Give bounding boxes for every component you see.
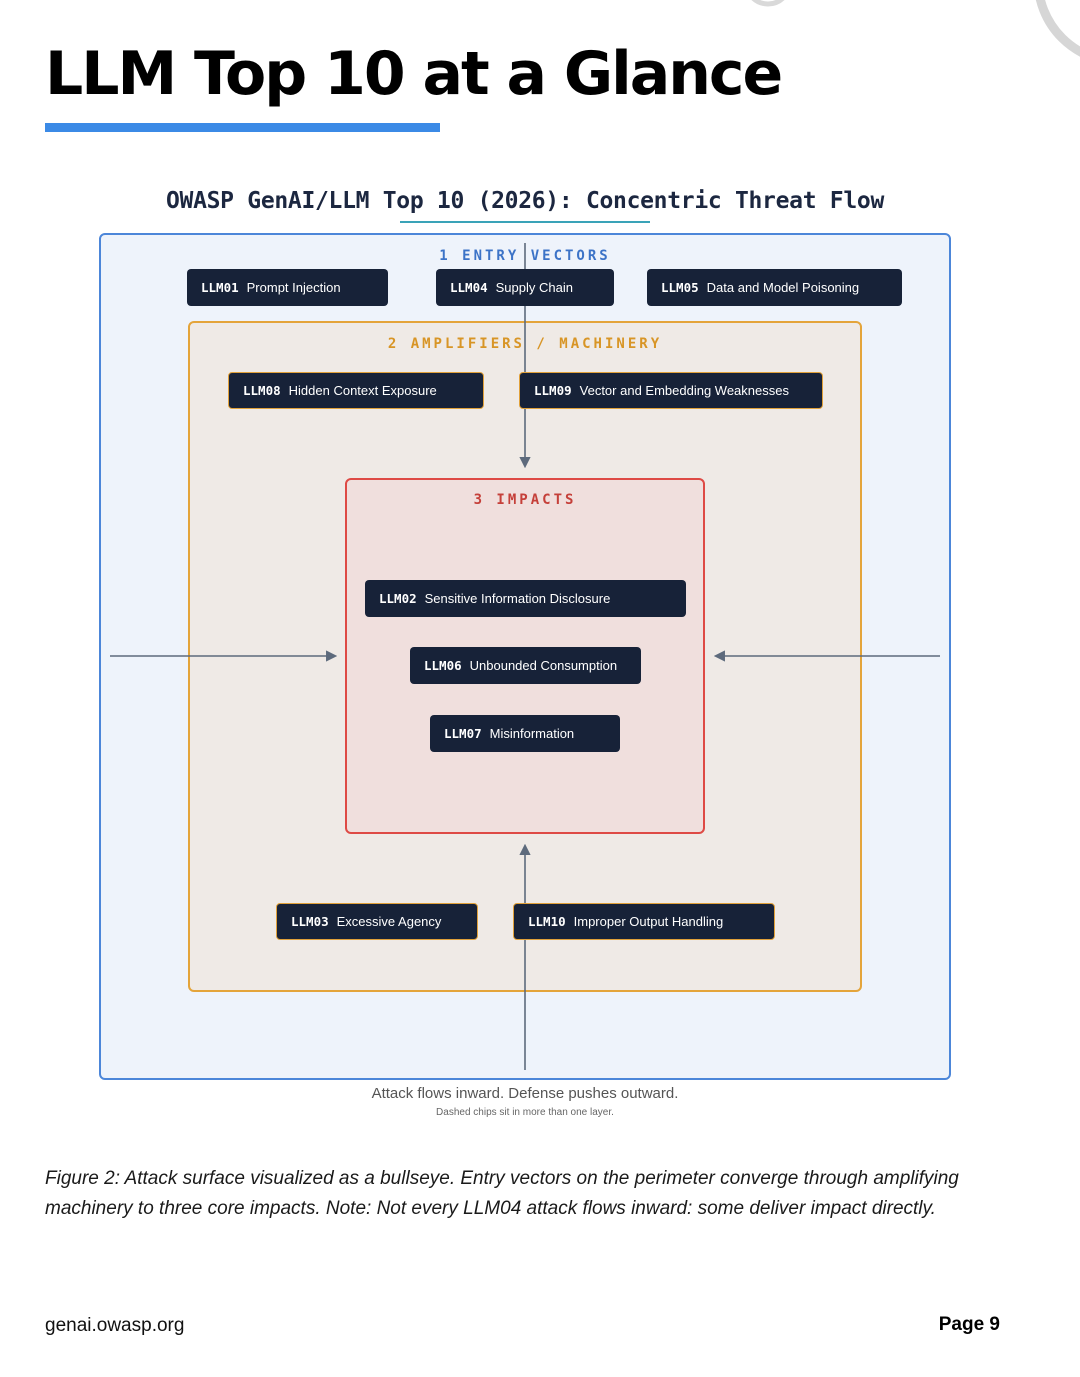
chip-llm09: LLM09 Vector and Embedding Weaknesses: [519, 372, 823, 409]
diagram-caption: Attack flows inward. Defense pushes outw…: [371, 1085, 679, 1102]
chip-id: LLM01: [201, 280, 239, 295]
chip-id: LLM09: [534, 383, 572, 398]
chip-llm10: LLM10 Improper Output Handling: [513, 903, 775, 940]
chip-label: Data and Model Poisoning: [706, 280, 860, 295]
chip-label: Sensitive Information Disclosure: [424, 591, 611, 606]
title-underline: [45, 123, 440, 132]
diagram-title: OWASP GenAI/LLM Top 10 (2026): Concentri…: [165, 188, 884, 214]
chip-id: LLM05: [661, 280, 699, 295]
diagram-subcaption: Dashed chips sit in more than one layer.: [436, 1107, 614, 1118]
chip-label: Vector and Embedding Weaknesses: [579, 383, 789, 398]
chip-label: Prompt Injection: [246, 280, 341, 295]
figure-caption: Figure 2: Attack surface visualized as a…: [45, 1168, 959, 1219]
chip-label: Hidden Context Exposure: [288, 383, 437, 398]
page-number: Page 9: [938, 1314, 1000, 1335]
chip-label: Misinformation: [489, 726, 575, 741]
page-title: LLM Top 10 at a Glance: [45, 39, 783, 109]
impacts-label: 3 IMPACTS: [473, 492, 577, 508]
chip-llm03: LLM03 Excessive Agency: [276, 903, 478, 940]
chip-label: Supply Chain: [495, 280, 573, 295]
amplifiers-label: 2 AMPLIFIERS / MACHINERY: [387, 336, 663, 352]
chip-llm07: LLM07 Misinformation: [430, 715, 620, 752]
footer-url[interactable]: genai.owasp.org: [45, 1315, 185, 1336]
chip-llm05: LLM05 Data and Model Poisoning: [647, 269, 902, 306]
chip-id: LLM06: [424, 658, 462, 673]
chip-label: Unbounded Consumption: [469, 658, 618, 673]
chip-id: LLM08: [243, 383, 281, 398]
chip-id: LLM03: [291, 914, 329, 929]
entry-vectors-label: 1 ENTRY VECTORS: [439, 248, 611, 264]
chip-llm02: LLM02 Sensitive Information Disclosure: [365, 580, 686, 617]
chip-llm01: LLM01 Prompt Injection: [187, 269, 388, 306]
diagram-title-underline: [400, 221, 650, 223]
chip-llm08: LLM08 Hidden Context Exposure: [228, 372, 484, 409]
chip-label: Excessive Agency: [336, 914, 442, 929]
corner-ring-decoration: [751, 0, 1080, 57]
chip-llm06: LLM06 Unbounded Consumption: [410, 647, 641, 684]
chip-id: LLM04: [450, 280, 488, 295]
chip-id: LLM02: [379, 591, 417, 606]
chip-label: Improper Output Handling: [573, 914, 724, 929]
chip-id: LLM10: [528, 914, 566, 929]
chip-id: LLM07: [444, 726, 482, 741]
chip-llm04: LLM04 Supply Chain: [436, 269, 614, 306]
